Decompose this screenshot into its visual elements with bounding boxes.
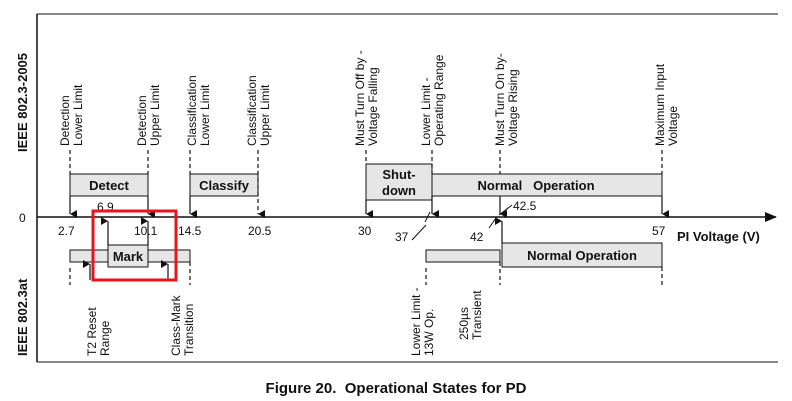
- label-t2-reset-line1: T2 Reset: [85, 307, 99, 356]
- label-must-turn-off-line2: Voltage Falling: [366, 67, 380, 146]
- leader-37: [411, 224, 427, 241]
- top-arrows: [69, 150, 669, 218]
- label-detection-upper-line1: Detection: [135, 95, 149, 146]
- tick-42: 42: [470, 230, 484, 244]
- tick-20-5: 20.5: [248, 224, 272, 238]
- label-lower-limit-13w-line1: Lower Limit -: [409, 287, 423, 356]
- side-label-bottom: IEEE 802.3at: [15, 278, 30, 356]
- top-labels: Detection Lower Limit Detection Upper Li…: [58, 50, 680, 146]
- label-classification-upper-line1: Classification: [245, 75, 259, 146]
- bottom-boxes: Mark Normal Operation: [69, 242, 663, 268]
- label-lower-limit-op-line1: Lower Limit -: [419, 77, 433, 146]
- label-classification-upper-line2: Upper Limit: [258, 84, 272, 146]
- label-250us-line2: Transient: [470, 290, 484, 340]
- label-maximum-input-line1: Maximum Input: [653, 63, 667, 146]
- tick-57: 57: [652, 224, 666, 238]
- tick-mark-42: [488, 217, 497, 229]
- tick-10-1: 10.1: [134, 224, 158, 238]
- normal-operation-top-label: Normal Operation: [477, 178, 594, 193]
- bottom-arrows: [69, 217, 663, 285]
- normal-operation-top-box: [431, 173, 663, 197]
- label-must-turn-on-line1: Must Turn On by-: [493, 53, 507, 146]
- mark-label: Mark: [113, 249, 144, 264]
- label-maximum-input-line2: Voltage: [666, 106, 680, 146]
- label-lower-limit-13w-line2: 13W Op.: [422, 309, 436, 356]
- top-boxes: Detect Classify Shut- down Normal Operat…: [69, 163, 663, 201]
- detect-label: Detect: [89, 178, 129, 193]
- normal-operation-bottom-box: [501, 242, 663, 268]
- label-detection-lower-line1: Detection: [58, 95, 72, 146]
- label-250us-line1: 250µs: [457, 307, 471, 340]
- label-classification-lower-line1: Classification: [185, 75, 199, 146]
- label-t2-reset-line2: Range: [98, 320, 112, 356]
- tick-37: 37: [395, 230, 409, 244]
- highlight-rectangle: [91, 209, 178, 282]
- axis-label: PI Voltage (V): [677, 229, 760, 244]
- leader-42-5: [498, 204, 513, 216]
- tick-mark-37: [424, 211, 431, 223]
- tick-2-7: 2.7: [58, 224, 75, 238]
- mark-box: [107, 244, 149, 268]
- label-detection-upper-line2: Upper Limit: [148, 84, 162, 146]
- tick-labels: 2.7 6.9 10.1 14.5 20.5 30 37 42 42.5 57: [58, 199, 666, 244]
- tick-30: 30: [358, 224, 372, 238]
- tick-14-5: 14.5: [178, 224, 202, 238]
- tick-42-5: 42.5: [513, 199, 537, 213]
- zero-label: 0: [19, 211, 26, 225]
- op-range-bar: [425, 249, 501, 263]
- label-classification-lower-line2: Lower Limit: [198, 84, 212, 146]
- figure-caption: Figure 20. Operational States for PD: [266, 380, 527, 397]
- label-detection-lower-line2: Lower Limit: [71, 84, 85, 146]
- shutdown-label-line2: down: [382, 183, 416, 198]
- normal-operation-bottom-label: Normal Operation: [527, 248, 637, 263]
- label-must-turn-off-line1: Must Turn Off by -: [353, 50, 367, 146]
- label-class-mark-line1: Class-Mark: [169, 294, 183, 356]
- label-class-mark-line2: Transition: [182, 304, 196, 356]
- bottom-labels: T2 Reset Range Class-Mark Transition Low…: [85, 287, 484, 356]
- label-must-turn-on-line2: Voltage Rising: [506, 69, 520, 146]
- shutdown-label-line1: Shut-: [382, 167, 415, 182]
- classify-label: Classify: [199, 178, 250, 193]
- label-lower-limit-op-line2: Operating Range: [432, 54, 446, 146]
- detect-box: [69, 173, 149, 197]
- side-label-top: IEEE 802.3-2005: [15, 53, 30, 152]
